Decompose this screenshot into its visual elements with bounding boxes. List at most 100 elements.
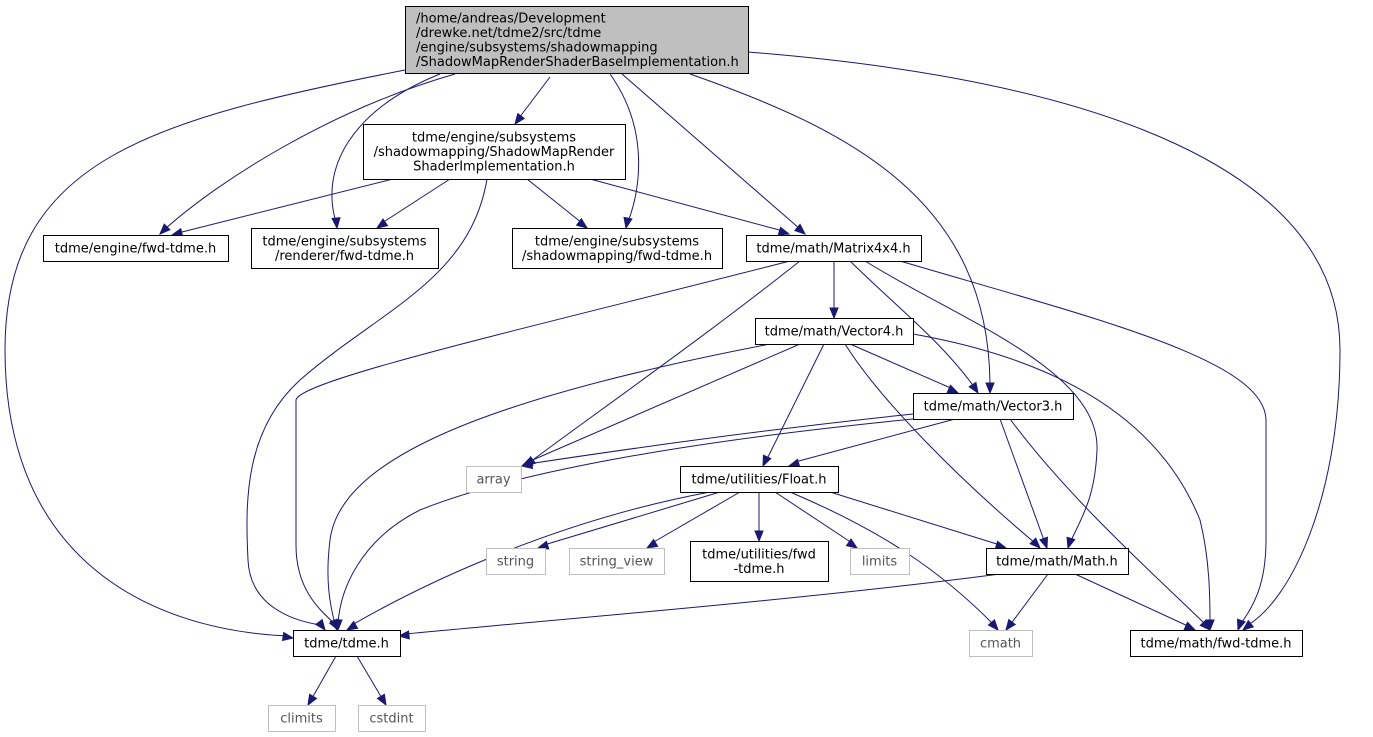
arrow-head [787, 458, 801, 468]
node-label-line: /engine/subsystems/shadowmapping [416, 40, 658, 55]
edge-line [295, 260, 791, 625]
arrow-head [754, 530, 764, 543]
edge-mat4-to-mathfwd [899, 260, 1267, 632]
edge-line [246, 178, 488, 626]
edge-impl-to-smfwd [526, 178, 589, 229]
edge-float-to-limits [774, 491, 859, 549]
node-float[interactable]: tdme/utilities/Float.h [680, 466, 839, 493]
arrow-head [623, 216, 633, 230]
node-box [268, 705, 336, 732]
node-label-line: tdme/engine/fwd-tdme.h [55, 242, 216, 257]
edge-line [404, 573, 1001, 635]
node-root[interactable]: /home/andreas/Development/drewke.net/tdm… [405, 6, 749, 74]
node-utilfwd[interactable]: tdme/utilities/fwd-tdme.h [690, 541, 829, 582]
edge-vec3-to-array [520, 413, 914, 470]
node-impl[interactable]: tdme/engine/subsystems/shadowmapping/Sha… [363, 124, 626, 180]
edge-root-to-mathfwd [747, 51, 1341, 631]
edge-float-to-math [829, 491, 1008, 550]
node-engfwd[interactable]: tdme/engine/fwd-tdme.h [43, 235, 229, 262]
node-box [850, 548, 910, 575]
node-tdme[interactable]: tdme/tdme.h [293, 630, 401, 657]
arrow-head [520, 459, 534, 470]
arrow-head [1236, 618, 1246, 632]
edge-tdme-to-cstdint [356, 655, 387, 707]
edge-line [609, 73, 640, 223]
edge-vec3-to-mathfwd [1009, 418, 1211, 631]
node-mathfwd[interactable]: tdme/math/fwd-tdme.h [1130, 630, 1303, 657]
edge-line [518, 76, 551, 119]
node-label-line: tdme/math/Vector3.h [924, 400, 1063, 415]
node-label-line: array [476, 473, 510, 488]
arrow-head [645, 538, 659, 549]
edge-root-to-vec3 [689, 73, 995, 395]
edge-line [1074, 573, 1191, 628]
node-string: string [486, 548, 546, 575]
arrow-head [1039, 536, 1049, 550]
node-label-line: tdme/math/Vector4.h [765, 325, 904, 340]
node-vec3[interactable]: tdme/math/Vector3.h [913, 393, 1074, 420]
edge-vec4-to-float [762, 343, 825, 468]
node-renfwd[interactable]: tdme/engine/subsystems/renderer/fwd-tdme… [251, 228, 439, 269]
node-label-line: -tdme.h [733, 562, 784, 577]
node-vec4[interactable]: tdme/math/Vector4.h [755, 318, 914, 345]
arrow-head [159, 223, 171, 235]
arrow-head [314, 618, 326, 632]
edge-tdme-to-climits [307, 655, 337, 707]
edge-vec3-to-float [787, 418, 956, 468]
edge-line [899, 260, 1267, 626]
arrow-head [331, 217, 341, 230]
edge-line [381, 178, 451, 224]
edge-mat4-to-vec4 [829, 261, 839, 320]
node-label-line: limits [862, 555, 898, 570]
node-box [913, 393, 1074, 420]
edge-line [1009, 573, 1049, 626]
node-box [363, 124, 626, 180]
edge-vec4-to-array [520, 343, 801, 467]
arrow-head [345, 620, 359, 631]
node-box [986, 548, 1129, 575]
arrow-head [397, 630, 410, 640]
edge-mat4-to-array [523, 260, 801, 467]
edge-float-to-string [536, 491, 721, 550]
node-box [680, 466, 839, 493]
node-math[interactable]: tdme/math/Math.h [986, 548, 1129, 575]
node-climits: climits [268, 705, 336, 732]
node-label-line: tdme/tdme.h [304, 637, 389, 652]
arrow-head [1029, 537, 1041, 549]
node-box [569, 548, 665, 575]
arrow-head [1241, 619, 1255, 631]
node-box [512, 228, 723, 269]
arrow-head [946, 384, 960, 394]
nodes: /home/andreas/Development/drewke.net/tdm… [43, 6, 1303, 732]
edge-line [4, 69, 406, 637]
arrow-head [829, 307, 839, 320]
node-limits: limits [850, 548, 910, 575]
arrow-head [375, 218, 389, 229]
node-label-line: /home/andreas/Development [416, 11, 606, 26]
arrow-head [536, 540, 550, 550]
node-label-line: cstdint [369, 712, 413, 727]
edge-line [829, 491, 1001, 546]
edge-line [912, 333, 1211, 625]
edge-line [526, 178, 583, 224]
edge-math-to-cmath [1005, 573, 1049, 632]
node-box [690, 541, 829, 582]
node-label-line: tdme/math/Matrix4x4.h [756, 242, 910, 257]
edge-impl-to-engfwd [170, 178, 394, 238]
node-box [466, 466, 522, 493]
node-label-line: /ShadowMapRenderShaderBaseImplementation… [416, 55, 739, 70]
node-box [293, 630, 401, 657]
arrow-head [1183, 621, 1197, 631]
edge-float-to-stringview [645, 491, 741, 549]
node-label-line: string_view [580, 555, 654, 570]
edge-line [621, 73, 801, 230]
node-smfwd[interactable]: tdme/engine/subsystems/shadowmapping/fwd… [512, 228, 723, 269]
node-label-line: /shadowmapping/fwd-tdme.h [522, 249, 712, 264]
edge-line [844, 343, 1036, 544]
node-box [43, 235, 229, 262]
edge-math-to-tdme [397, 573, 1001, 640]
edge-root-to-mat4 [621, 73, 807, 235]
node-mat4[interactable]: tdme/math/Matrix4x4.h [746, 235, 922, 262]
node-label-line: /shadowmapping/ShadowMapRender [374, 145, 615, 160]
arrow-head [762, 454, 772, 468]
